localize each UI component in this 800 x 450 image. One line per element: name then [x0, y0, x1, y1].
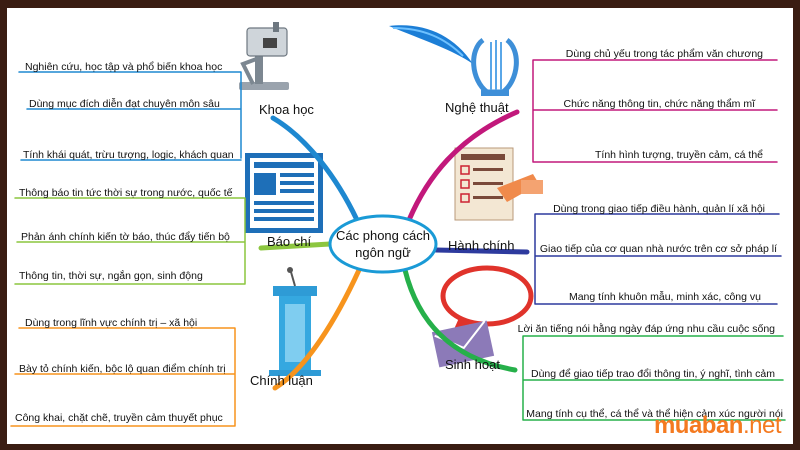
watermark-brand: muaban [653, 412, 744, 439]
branch-label-bao-chi: Báo chí [267, 234, 311, 249]
mindmap-frame: Các phong cách ngôn ngữ Khoa học Báo chí… [7, 8, 793, 444]
branch-label-sinh-hoat: Sinh hoạt [445, 357, 500, 372]
connector-bao-chi-leaves [14, 197, 246, 285]
podium-icon [269, 267, 321, 376]
leaf-khoa-hoc-2: Dùng mục đích diễn đạt chuyên môn sâu [29, 97, 220, 110]
connector-sinh-hoat-leaves [522, 335, 786, 421]
microscope-icon [239, 22, 289, 90]
branch-label-nghe-thuat: Nghệ thuật [445, 100, 509, 115]
connector-nghe-thuat-leaves [532, 59, 778, 163]
leaf-chinh-luan-2: Bày tỏ chính kiến, bộc lộ quan điểm chín… [19, 363, 226, 375]
leaf-sinh-hoat-2: Dùng để giao tiếp trao đổi thông tin, ý … [531, 368, 775, 380]
leaf-nghe-thuat-3: Tính hình tượng, truyền cảm, cá thể [595, 149, 763, 161]
connector-layer [10, 59, 786, 427]
leaf-hanh-chinh-2: Giao tiếp của cơ quan nhà nước trên cơ s… [540, 243, 777, 255]
connector-nghe-thuat-main [406, 109, 520, 223]
branch-label-chinh-luan: Chính luận [250, 373, 313, 388]
connector-hanh-chinh-leaves [534, 213, 782, 305]
leaf-hanh-chinh-3: Mang tính khuôn mẫu, minh xác, công vụ [569, 290, 761, 303]
leaf-khoa-hoc-3: Tính khái quát, trừu tượng, logic, khách… [23, 149, 234, 161]
connector-khoa-hoc-leaves [18, 71, 242, 161]
connector-sinh-hoat-main [402, 267, 518, 373]
connector-chinh-luan-main [272, 267, 362, 391]
leaf-khoa-hoc-1: Nghiên cứu, học tập và phổ biến khoa học [25, 61, 222, 73]
connector-khoa-hoc-main [270, 115, 360, 223]
leaf-bao-chi-2: Phản ánh chính kiến tờ báo, thúc đẩy tiế… [21, 231, 230, 243]
leaf-chinh-luan-1: Dùng trong lĩnh vực chính trị – xã hội [25, 317, 197, 329]
leaf-nghe-thuat-1: Dùng chủ yếu trong tác phẩm văn chương [566, 48, 763, 60]
mind-map-diagram: Các phong cách ngôn ngữ Khoa học Báo chí… [10, 22, 786, 427]
leaf-sinh-hoat-3: Mang tính cụ thể, cá thể và thể hiện cảm… [526, 408, 783, 420]
leaf-sinh-hoat-1: Lời ăn tiếng nói hằng ngày đáp ứng nhu c… [518, 322, 776, 335]
lyre-quill-icon [389, 25, 519, 96]
muaban-watermark: muaban.net [653, 412, 782, 440]
connector-chinh-luan-leaves [10, 327, 236, 427]
center-label-line1: Các phong cách [336, 228, 430, 243]
leaf-bao-chi-1: Thông báo tin tức thời sự trong nước, qu… [19, 187, 233, 199]
leaf-chinh-luan-3: Công khai, chặt chẽ, truyền cảm thuyết p… [15, 412, 223, 424]
newspaper-icon [245, 153, 323, 233]
center-label-line2: ngôn ngữ [355, 245, 411, 260]
branch-label-khoa-hoc: Khoa học [259, 102, 314, 117]
watermark-tld: .net [742, 412, 782, 439]
leaf-hanh-chinh-1: Dùng trong giao tiếp điều hành, quản lí … [553, 203, 765, 215]
leaf-bao-chi-3: Thông tin, thời sự, ngắn gọn, sinh động [19, 269, 203, 282]
center-node: Các phong cách ngôn ngữ [328, 214, 438, 274]
branch-label-hanh-chinh: Hành chính [448, 238, 515, 253]
connector-bao-chi-main [258, 241, 333, 251]
document-checklist-icon [454, 147, 543, 221]
leaf-nghe-thuat-2: Chức năng thông tin, chức năng thẩm mĩ [564, 98, 757, 110]
speech-bubble-icon [431, 265, 534, 368]
connector-hanh-chinh-main [433, 247, 530, 255]
